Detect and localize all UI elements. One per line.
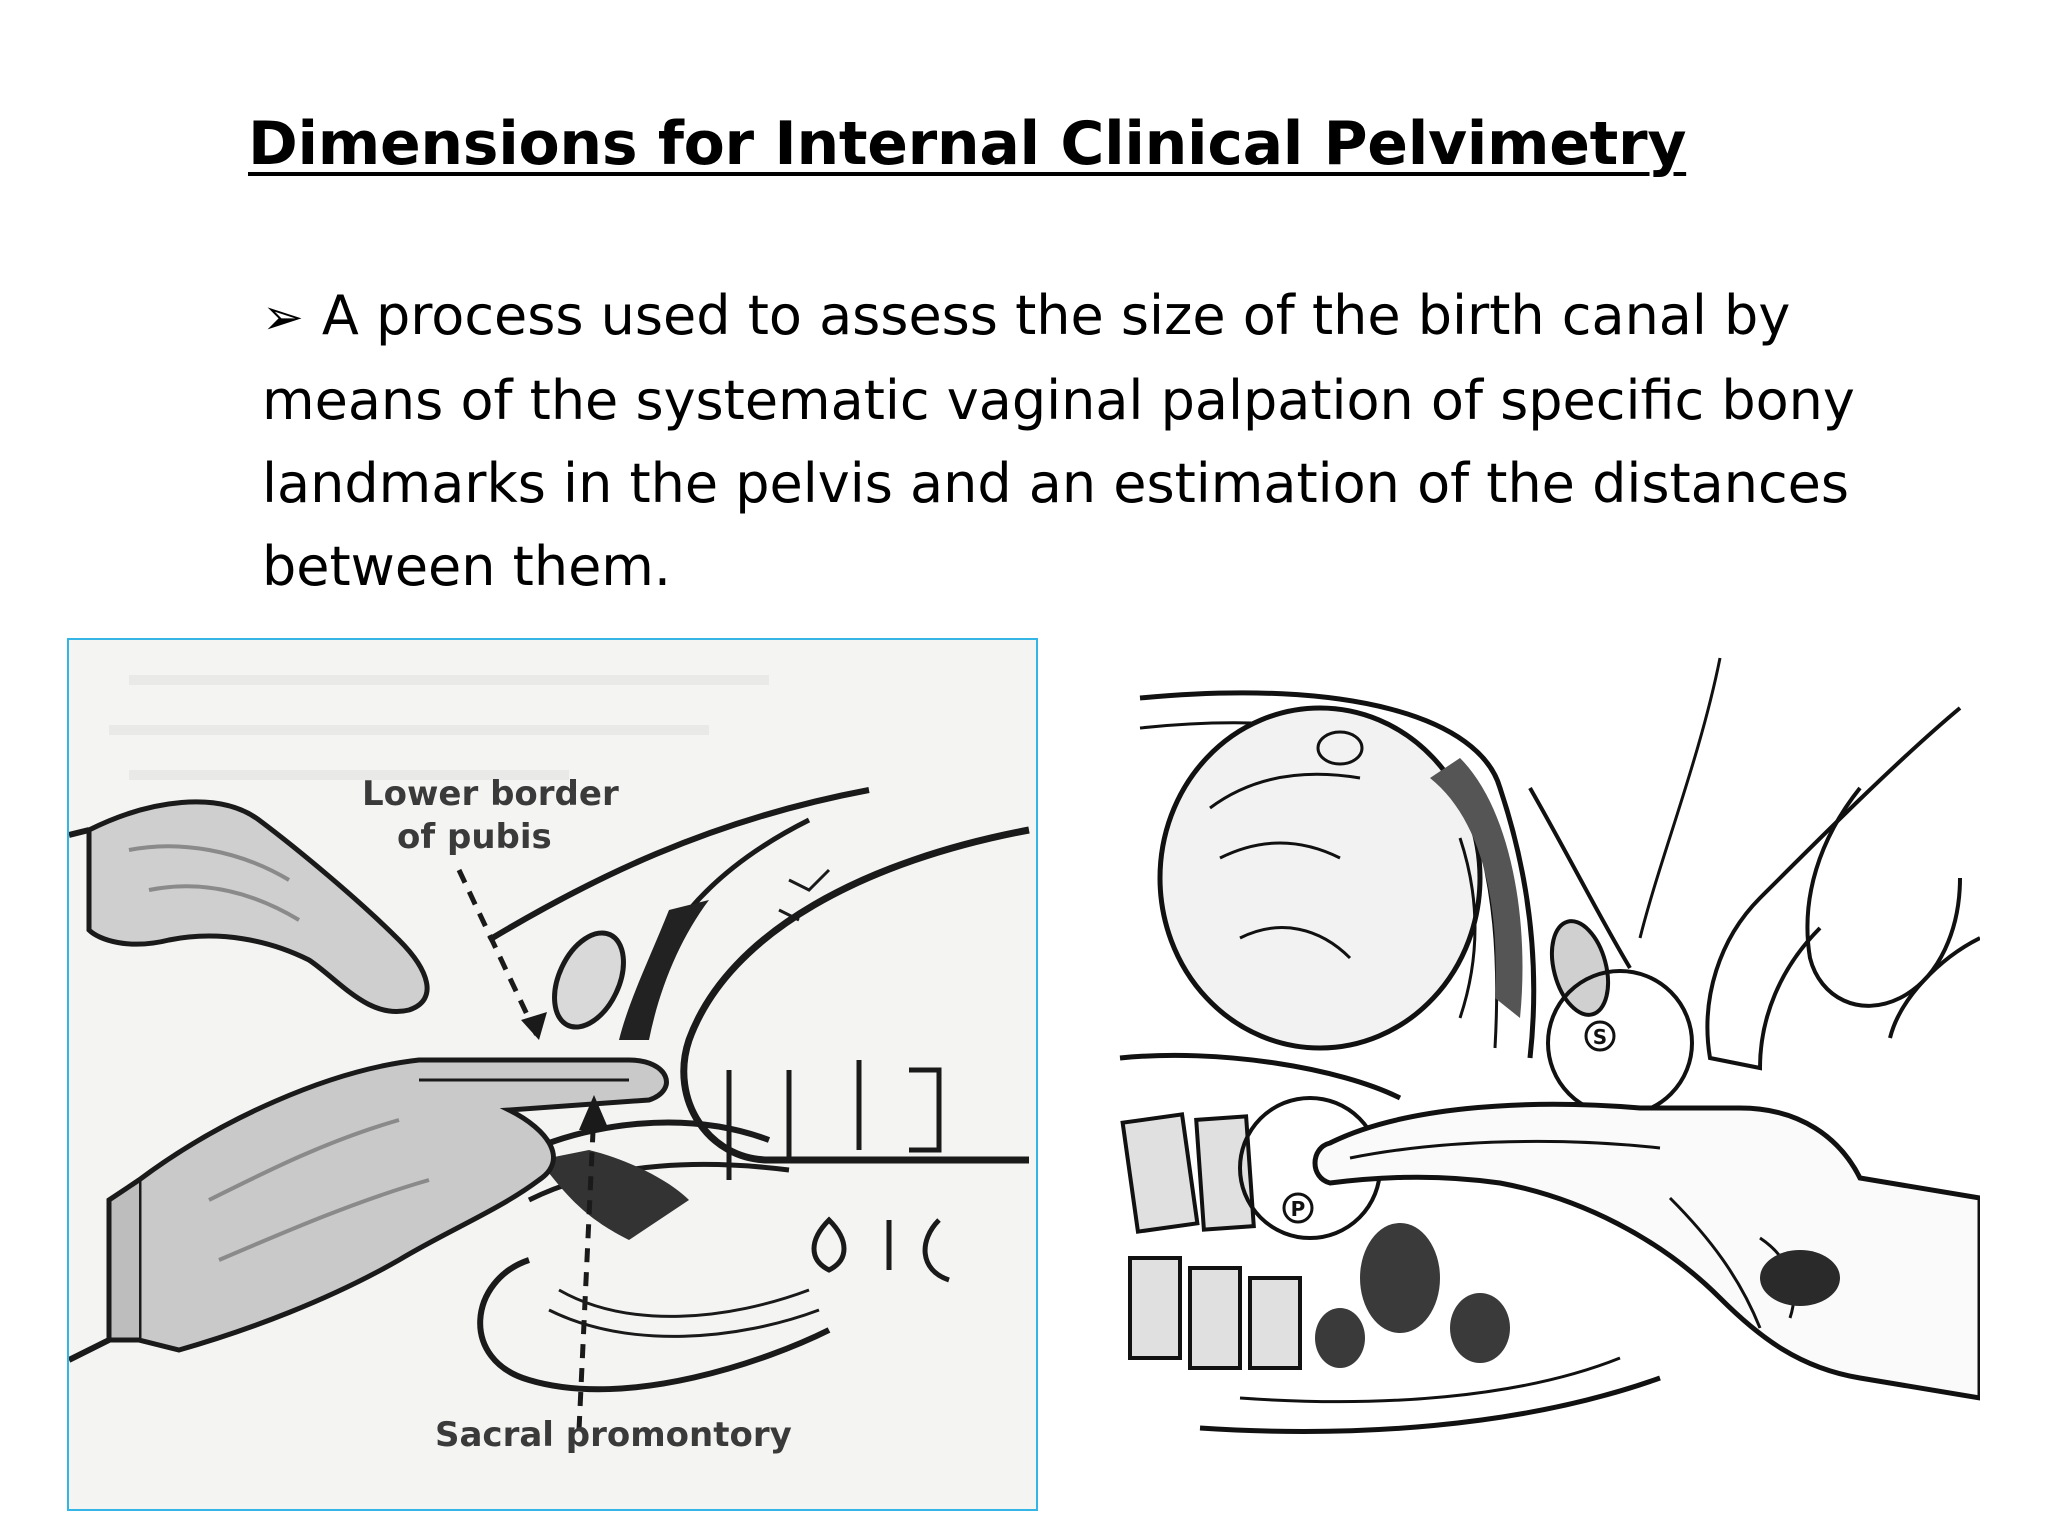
label-p: P bbox=[1291, 1197, 1306, 1221]
pelvimetry-sketch-figure: Lower border of pubis Sacral promontory bbox=[67, 638, 1038, 1511]
label-s: S bbox=[1593, 1025, 1607, 1049]
label-lower-border: Lower border bbox=[362, 774, 619, 814]
pelvimetry-sketch-illustration: Lower border of pubis Sacral promontory bbox=[69, 640, 1036, 1509]
pelvimetry-examination-figure: S P bbox=[1100, 638, 1980, 1518]
label-sacral-promontory: Sacral promontory bbox=[435, 1415, 792, 1455]
slide-title: Dimensions for Internal Clinical Pelvime… bbox=[248, 109, 1687, 179]
bullet-text: A process used to assess the size of the… bbox=[262, 284, 1855, 598]
pubis-arrowhead-icon bbox=[521, 1012, 547, 1040]
symphysis-circle bbox=[1546, 969, 1694, 1117]
label-of-pubis: of pubis bbox=[397, 817, 552, 857]
pubis-pointer-line bbox=[456, 868, 542, 1042]
pelvimetry-examination-illustration: S P bbox=[1119, 657, 1980, 1434]
sacral-pointer-line bbox=[576, 1109, 597, 1431]
sacral-arrowhead-icon bbox=[579, 1095, 609, 1130]
bullet-paragraph: ➢A process used to assess the size of th… bbox=[262, 274, 1902, 608]
arrow-bullet-icon: ➢ bbox=[262, 288, 304, 346]
